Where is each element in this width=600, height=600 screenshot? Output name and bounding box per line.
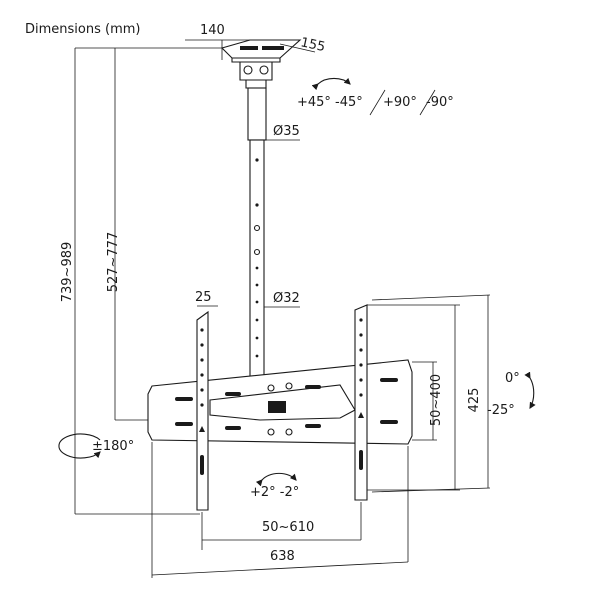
dim-line-top-depth [279,43,316,53]
rotation-swivel: ±180° [92,439,134,454]
telescopic-pole [247,87,267,383]
tv-plate [147,359,413,445]
diagram-title: Dimensions (mm) [25,22,140,37]
rotation-tilt-a: 0° [505,371,520,386]
tv-arm-left [196,310,209,511]
dim-vesa-vertical: 50~400 [429,374,444,426]
tv-arm-right [354,304,368,501]
rotation-tilt-b: -25° [487,403,515,418]
dim-top-width: 140 [200,23,225,38]
dim-vesa-horizontal: 50~610 [262,520,314,535]
ceiling-plate [220,39,302,89]
dim-plate-width: 638 [270,549,295,564]
dim-tube-lower: Ø32 [273,291,300,306]
level-arrow-icon [255,472,297,487]
tilt-top-arrow-icon [311,77,351,91]
rotation-tilt-top-b: -45° [335,95,363,110]
dim-top-depth: 155 [299,35,326,55]
rotation-level: +2° -2° [250,485,299,500]
dim-pole-height: 527~777 [106,232,121,293]
tilt-arrow-icon [524,371,536,409]
rotation-tilt-top-a: +45° [297,95,331,110]
rotation-turn-b: -90° [426,95,454,110]
swivel-arrow-icon [58,433,101,459]
dim-tube-upper: Ø35 [273,124,300,139]
rotation-turn-a: +90° [383,95,417,110]
dim-total-height: 739~989 [60,242,75,303]
dim-arm-width: 25 [195,290,212,305]
dim-plate-height: 425 [467,388,482,413]
